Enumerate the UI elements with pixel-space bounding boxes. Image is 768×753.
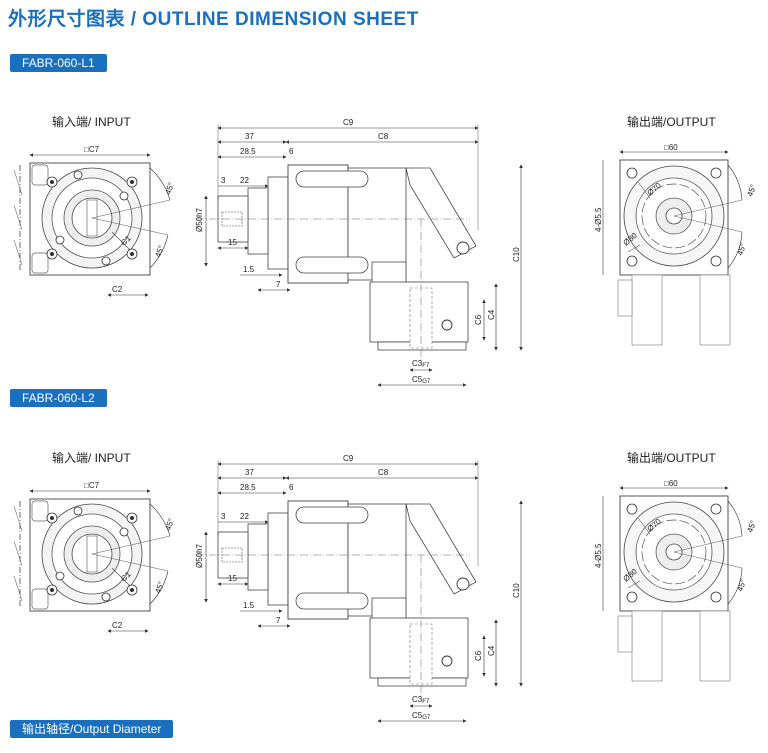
dim-bolt-l2: 4-Ø5.5 <box>594 543 603 568</box>
dim-c7-l2: □C7 <box>84 481 100 490</box>
input-label-l1: 输入端/ INPUT <box>52 115 131 129</box>
model-tag-l1: FABR-060-L1 <box>10 54 107 72</box>
dim-out-angle-a-l2: 45° <box>745 519 758 533</box>
dim-angle-b-l2: 45° <box>153 580 166 594</box>
model-tag-l2: FABR-060-L2 <box>10 389 107 407</box>
output-label-l1: 输出端/OUTPUT <box>627 115 716 129</box>
dim-phi50-l2: Ø50h7 <box>195 543 204 568</box>
dim-c5-l2: C5G7 <box>412 711 431 721</box>
dim-60-l2: □60 <box>664 479 678 488</box>
dim-6-l1: 6 <box>289 147 294 156</box>
dim-15-l2: 15 <box>228 574 237 583</box>
dim-6-l2: 6 <box>289 483 294 492</box>
dim-c3-l2: C3F7 <box>412 695 430 705</box>
output-label-l2: 输出端/OUTPUT <box>627 451 716 465</box>
dim-out-angle-b-l2: 45° <box>735 578 748 592</box>
dim-7-l2: 7 <box>276 616 281 625</box>
dim-out-angle-a-l1: 45° <box>745 183 758 197</box>
dim-c4-l1: C4 <box>487 309 496 320</box>
dim-angle-a-l2: 45° <box>163 517 176 531</box>
page-title: 外形尺寸图表 / OUTLINE DIMENSION SHEET <box>8 9 419 30</box>
dim-3-l1: 3 <box>221 176 226 185</box>
dim-bolt-l1: 4-Ø5.5 <box>594 207 603 232</box>
side-view-l2 <box>196 461 521 721</box>
dim-angle-a-l1: 45° <box>163 181 176 195</box>
dim-22-l2: 22 <box>240 512 249 521</box>
side-view-l1 <box>196 125 521 385</box>
output-view-l1 <box>603 152 742 345</box>
dim-15-l1: 15 <box>228 238 237 247</box>
dim-c9-l2: C9 <box>343 454 354 463</box>
output-diameter-tag: 输出轴径/Output Diameter <box>10 720 174 738</box>
dim-c8-l1: C8 <box>378 132 389 141</box>
dim-28-5-l2: 28.5 <box>240 483 256 492</box>
dim-c7-l1: □C7 <box>84 145 100 154</box>
dim-angle-b-l1: 45° <box>153 244 166 258</box>
dim-phi50-l1: Ø50h7 <box>195 207 204 232</box>
dim-1-5-l2: 1.5 <box>243 601 255 610</box>
dim-c9-l1: C9 <box>343 118 354 127</box>
dim-c2-l1: C2 <box>112 285 123 294</box>
dim-60-l1: □60 <box>664 143 678 152</box>
output-view-l2 <box>603 488 742 681</box>
input-view-l1 <box>14 155 170 295</box>
dim-37-l2: 37 <box>245 468 254 477</box>
input-label-l2: 输入端/ INPUT <box>52 451 131 465</box>
dim-22-l1: 22 <box>240 176 249 185</box>
dim-c2-l2: C2 <box>112 621 123 630</box>
input-view-l2 <box>14 491 170 631</box>
dim-c10-l1: C10 <box>512 247 521 262</box>
dim-c6-l1: C6 <box>474 314 483 325</box>
dim-c10-l2: C10 <box>512 583 521 598</box>
dim-7-l1: 7 <box>276 280 281 289</box>
dim-out-angle-b-l1: 45° <box>735 242 748 256</box>
dim-c4-l2: C4 <box>487 645 496 656</box>
dim-3-l2: 3 <box>221 512 226 521</box>
dim-1-5-l1: 1.5 <box>243 265 255 274</box>
dim-37-l1: 37 <box>245 132 254 141</box>
dim-c3-l1: C3F7 <box>412 359 430 369</box>
dim-c6-l2: C6 <box>474 650 483 661</box>
dim-c5-l1: C5G7 <box>412 375 431 385</box>
dim-28-5-l1: 28.5 <box>240 147 256 156</box>
dim-c8-l2: C8 <box>378 468 389 477</box>
